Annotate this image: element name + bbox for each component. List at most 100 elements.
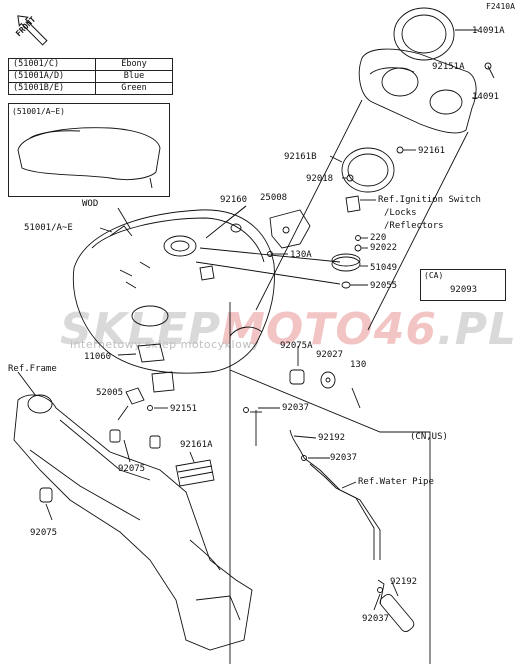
part-130-label: 130 <box>350 360 367 370</box>
washer-92161 <box>396 146 404 154</box>
water-pipe <box>303 457 381 560</box>
part-92018-label: 92018 <box>306 174 334 184</box>
bolt-92151a <box>487 65 495 79</box>
hose-92192-a <box>289 429 305 459</box>
wod-label: WOD <box>82 199 99 209</box>
ref-water-pipe-label: Ref.Water Pipe <box>358 477 434 487</box>
watermark-brand-a: SKLEP <box>60 304 222 355</box>
damper-92075-frame-a <box>109 429 121 443</box>
part-92161-label: 92161 <box>418 146 446 156</box>
ref-ignition-label: Ref.Ignition Switch <box>378 195 481 205</box>
damper-92075-frame-b <box>149 435 161 449</box>
washer-92022 <box>354 244 362 252</box>
frame-downtube <box>29 449 141 521</box>
frame-outline <box>13 394 253 651</box>
tank-mount-rear <box>199 265 215 281</box>
gasket-11060 <box>137 343 165 363</box>
dash-cover-14091 <box>358 48 477 134</box>
part-92192-label-a: 92192 <box>318 433 346 443</box>
watermark-domain: .PL <box>436 304 517 355</box>
filler-neck <box>163 235 197 257</box>
clamp-92037-a <box>243 407 249 413</box>
part-92037-label-c: 92037 <box>362 614 390 624</box>
part-25008-label: 25008 <box>260 193 288 203</box>
frame-backbone <box>59 419 151 481</box>
part-92027-label: 92027 <box>316 350 344 360</box>
ref-locks-label: /Locks <box>384 208 417 218</box>
dash-opening-2 <box>429 89 463 115</box>
color-row: (51001A/D)Blue <box>8 70 173 83</box>
part-92151a-label: 92151A <box>432 62 465 72</box>
color-table: (51001/C)Ebony (51001A/D)Blue (51001B/E)… <box>8 58 173 95</box>
fuel-tank-outline <box>72 209 275 374</box>
o-ring-92055 <box>341 281 351 289</box>
cn-us-box-border <box>229 369 431 664</box>
part-92037-label-a: 92037 <box>282 403 310 413</box>
bolt-130 <box>351 387 361 409</box>
inset-tank-outline <box>17 127 161 181</box>
inset-label: (51001/A~E) <box>12 107 65 116</box>
washer-220 <box>355 235 361 241</box>
dash-detail <box>369 67 415 75</box>
tank-rear-hook <box>229 326 263 337</box>
part-92075a-label: 92075A <box>280 341 313 351</box>
fuel-tank-top-line <box>91 217 265 263</box>
part-92161a-label: 92161A <box>180 440 213 450</box>
ref-reflectors-label: /Reflectors <box>384 221 444 231</box>
grommet-92160 <box>230 223 242 233</box>
bracket-25008 <box>269 209 311 249</box>
part-92022-label: 92022 <box>370 243 398 253</box>
part-51049-label: 51049 <box>370 263 398 273</box>
hose-connector <box>377 579 385 605</box>
part-11060-label: 11060 <box>84 352 112 362</box>
part-92075-label-a: 92075 <box>118 464 146 474</box>
part-14091a-label: 14091A <box>472 26 505 36</box>
tank-detail <box>119 261 151 289</box>
part-92192-label-b: 92192 <box>390 577 418 587</box>
part-92161b-label: 92161B <box>284 152 317 162</box>
part-92151-label: 92151 <box>170 404 198 414</box>
front-arrow-icon <box>17 15 48 46</box>
ref-frame-label: Ref.Frame <box>8 364 57 374</box>
pump-connector <box>125 387 145 405</box>
gauge-ring-92161b <box>341 147 395 193</box>
inset-tank-line <box>29 130 81 139</box>
part-220-label: 220 <box>370 233 387 243</box>
tank-mount-front <box>109 225 133 237</box>
lock-cylinder <box>345 195 361 213</box>
ring-14091a-inner <box>401 14 447 54</box>
collar-92027 <box>320 371 336 389</box>
inset-tank-tab <box>149 177 153 189</box>
ca-box <box>420 269 506 301</box>
bolt-92151 <box>147 405 153 411</box>
pump-52005 <box>151 371 175 393</box>
inset-box <box>8 103 170 197</box>
watermark-tagline: internetowy sklep motocyklowy <box>70 338 259 351</box>
part-14091-label: 14091 <box>472 92 500 102</box>
damper-92075-frame-c <box>39 487 53 503</box>
part-51001-label: 51001/A~E <box>24 223 73 233</box>
gauge-ring-92161b-inner <box>347 153 389 187</box>
clamp-92037-c <box>377 587 383 593</box>
part-92093-label: 92093 <box>450 285 478 295</box>
diagram-code: F2410A <box>486 2 515 11</box>
cn-us-label: (CN,US) <box>410 432 448 442</box>
part-92037-label-b: 92037 <box>330 453 358 463</box>
tank-underside-plate <box>131 305 169 327</box>
part-52005-label: 52005 <box>96 388 124 398</box>
clamp-92037-b <box>301 455 307 461</box>
color-row: (51001B/E)Green <box>8 82 173 95</box>
rubber-92161a <box>175 459 215 487</box>
color-name: Green <box>95 82 173 95</box>
part-92160-label: 92160 <box>220 195 248 205</box>
dash-opening-1 <box>381 67 419 97</box>
watermark-brand-b: MOTO46 <box>221 304 437 355</box>
damper-92075a <box>289 369 305 385</box>
part-92075-label-b: 92075 <box>30 528 58 538</box>
watermark: SKLEPMOTO46.PL <box>60 304 517 355</box>
hose-92192-b <box>379 594 415 632</box>
part-92055-label: 92055 <box>370 281 398 291</box>
washer-92018 <box>346 174 354 182</box>
